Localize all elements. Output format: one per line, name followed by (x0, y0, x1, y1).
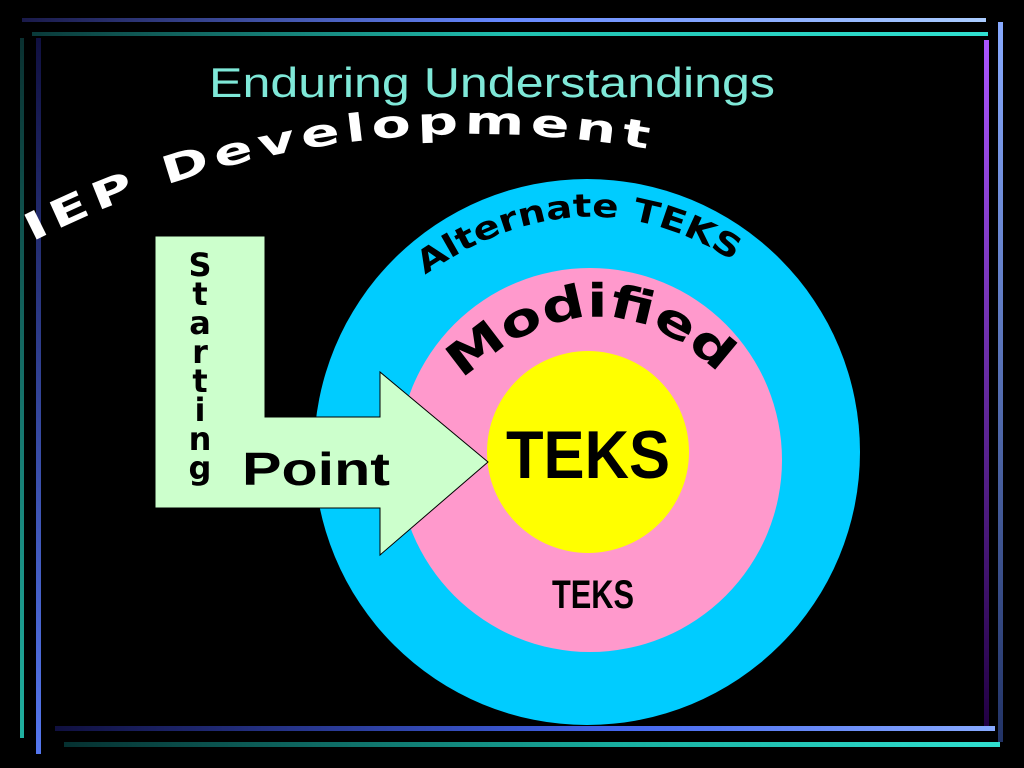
starting-letter: t (192, 362, 207, 400)
modified-teks-label: TEKS (552, 573, 634, 617)
starting-letter: t (192, 275, 207, 313)
point-label: Point (242, 443, 390, 495)
starting-letter: g (189, 449, 212, 487)
border-top-inner (32, 32, 988, 36)
slide-title: Enduring Understandings (209, 59, 775, 106)
starting-letter: r (192, 333, 208, 371)
starting-letter: S (188, 246, 211, 284)
border-right-inner (984, 40, 989, 726)
center-teks-label: TEKS (506, 417, 670, 493)
border-left-outer (20, 38, 24, 738)
border-right-outer (998, 22, 1003, 742)
border-decoration (20, 18, 1003, 754)
border-bottom-inner (64, 742, 1000, 747)
border-left-inner (36, 38, 41, 754)
starting-letter: n (189, 420, 212, 458)
starting-point-arrow (154, 235, 489, 557)
starting-letter: i (195, 391, 206, 429)
starting-letter: a (189, 304, 211, 342)
border-top-outer (22, 18, 986, 22)
center-circle (487, 351, 689, 553)
border-bottom-outer (55, 726, 995, 731)
